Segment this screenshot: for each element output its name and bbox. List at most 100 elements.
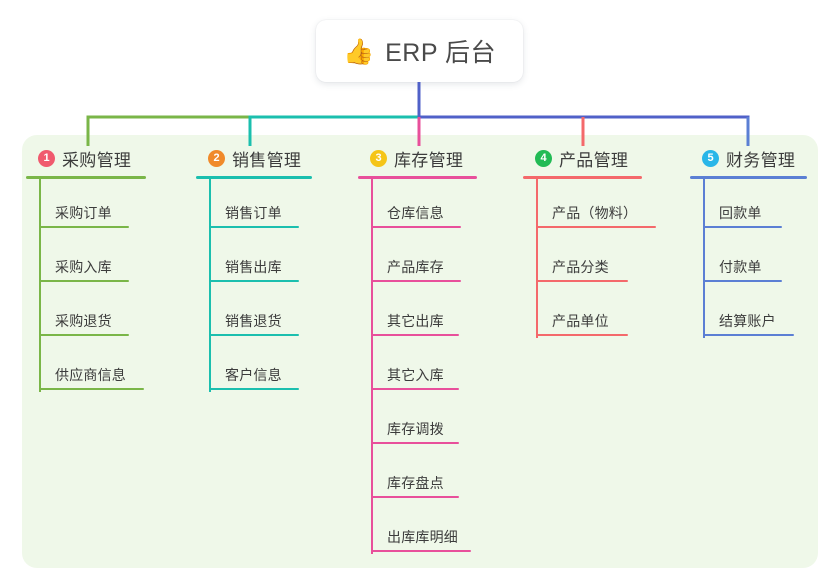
branch-item[interactable]: 其它出库 [358,287,508,341]
branch-item-label: 仓库信息 [387,205,444,221]
branch-item[interactable]: 结算账户 [690,287,839,341]
branch-item-underline [209,280,299,282]
branch-header[interactable]: 3 库存管理 [358,146,508,171]
branch-item-label: 其它入库 [387,367,444,383]
branch-header[interactable]: 2 销售管理 [196,146,346,171]
root-node[interactable]: 👍 ERP 后台 [316,20,523,82]
branch-label: 采购管理 [62,151,132,170]
branch-item[interactable]: 销售出库 [196,233,346,287]
branch-item-list: 销售订单销售出库销售退货客户信息 [196,179,346,395]
branch-item-underline [371,226,461,228]
root-node-content: 👍 ERP 后台 [343,33,496,69]
branch-header[interactable]: 5 财务管理 [690,146,839,171]
branch-item-underline [39,280,129,282]
branch-item-label: 产品（物料） [552,205,638,221]
branch-item[interactable]: 库存调拨 [358,395,508,449]
branch-item-underline [536,280,628,282]
branch-item-underline [371,442,459,444]
branch-item[interactable]: 采购订单 [26,179,176,233]
branch-item[interactable]: 仓库信息 [358,179,508,233]
branch-item[interactable]: 产品分类 [523,233,673,287]
branch-header-underline [523,176,642,179]
branch-item-underline [209,334,299,336]
branch-item[interactable]: 客户信息 [196,341,346,395]
branch-header[interactable]: 4 产品管理 [523,146,673,171]
branch-item-label: 采购退货 [55,313,112,329]
branch-item[interactable]: 出库库明细 [358,503,508,557]
branch-item[interactable]: 其它入库 [358,341,508,395]
branch-label: 产品管理 [559,151,629,170]
branch-number-badge: 3 [370,150,387,167]
branch-label: 库存管理 [394,151,464,170]
branch-trunk-line [371,179,373,554]
branch-item-underline [371,334,459,336]
branch-item-label: 供应商信息 [55,367,126,383]
branch-item-underline [39,334,129,336]
branch-item-underline [371,280,461,282]
branch-number-badge: 1 [38,150,55,167]
branch-item-list: 采购订单采购入库采购退货供应商信息 [26,179,176,395]
background-panel [22,135,818,568]
branch-财务管理[interactable]: 5 财务管理回款单付款单结算账户 [690,146,839,341]
branch-item-underline [536,334,628,336]
branch-item[interactable]: 供应商信息 [26,341,176,395]
branch-header-underline [690,176,807,179]
branch-item-label: 产品库存 [387,259,444,275]
branch-trunk-line [209,179,211,392]
branch-item-label: 其它出库 [387,313,444,329]
thumbs-up-icon: 👍 [342,37,375,66]
branch-item-list: 回款单付款单结算账户 [690,179,839,341]
branch-item-label: 库存调拨 [387,421,444,437]
branch-采购管理[interactable]: 1 采购管理采购订单采购入库采购退货供应商信息 [26,146,176,395]
branch-item-underline [209,388,299,390]
branch-item-label: 回款单 [719,205,762,221]
branch-header-underline [358,176,477,179]
branch-number-badge: 2 [208,150,225,167]
branch-item[interactable]: 采购入库 [26,233,176,287]
branch-item-label: 采购订单 [55,205,112,221]
branch-item-label: 采购入库 [55,259,112,275]
branch-item-label: 客户信息 [225,367,282,383]
branch-item-label: 销售退货 [225,313,282,329]
branch-item[interactable]: 销售退货 [196,287,346,341]
branch-销售管理[interactable]: 2 销售管理销售订单销售出库销售退货客户信息 [196,146,346,395]
branch-item[interactable]: 产品库存 [358,233,508,287]
branch-trunk-line [703,179,705,338]
branch-item-underline [536,226,656,228]
branch-item[interactable]: 采购退货 [26,287,176,341]
branch-number-badge: 4 [535,150,552,167]
branch-item[interactable]: 库存盘点 [358,449,508,503]
branch-number-badge: 5 [702,150,719,167]
branch-item-label: 销售订单 [225,205,282,221]
branch-item-underline [39,226,129,228]
branch-trunk-line [536,179,538,338]
branch-item-underline [703,226,782,228]
branch-header[interactable]: 1 采购管理 [26,146,176,171]
branch-label: 财务管理 [726,151,796,170]
branch-产品管理[interactable]: 4 产品管理产品（物料） 产品分类产品单位 [523,146,673,341]
branch-item-list: 产品（物料） 产品分类产品单位 [523,179,673,341]
branch-item-label: 付款单 [719,259,762,275]
branch-item-underline [371,388,459,390]
branch-item-underline [703,334,794,336]
branch-item-list: 仓库信息产品库存其它出库其它入库库存调拨库存盘点出库库明细 [358,179,508,557]
branch-item-label: 产品分类 [552,259,609,275]
branch-item-underline [39,388,144,390]
branch-item[interactable]: 产品（物料） [523,179,673,233]
branch-trunk-line [39,179,41,392]
branch-item-label: 库存盘点 [387,475,444,491]
branch-item[interactable]: 付款单 [690,233,839,287]
branch-header-underline [26,176,146,179]
branch-item-underline [371,550,471,552]
branch-item[interactable]: 回款单 [690,179,839,233]
branch-item[interactable]: 产品单位 [523,287,673,341]
branch-item-label: 出库库明细 [387,529,458,545]
branch-item-label: 结算账户 [719,313,776,329]
branch-item-label: 销售出库 [225,259,282,275]
branch-item[interactable]: 销售订单 [196,179,346,233]
branch-item-underline [703,280,782,282]
branch-label: 销售管理 [232,151,302,170]
branch-item-underline [209,226,299,228]
branch-库存管理[interactable]: 3 库存管理仓库信息产品库存其它出库其它入库库存调拨库存盘点出库库明细 [358,146,508,557]
